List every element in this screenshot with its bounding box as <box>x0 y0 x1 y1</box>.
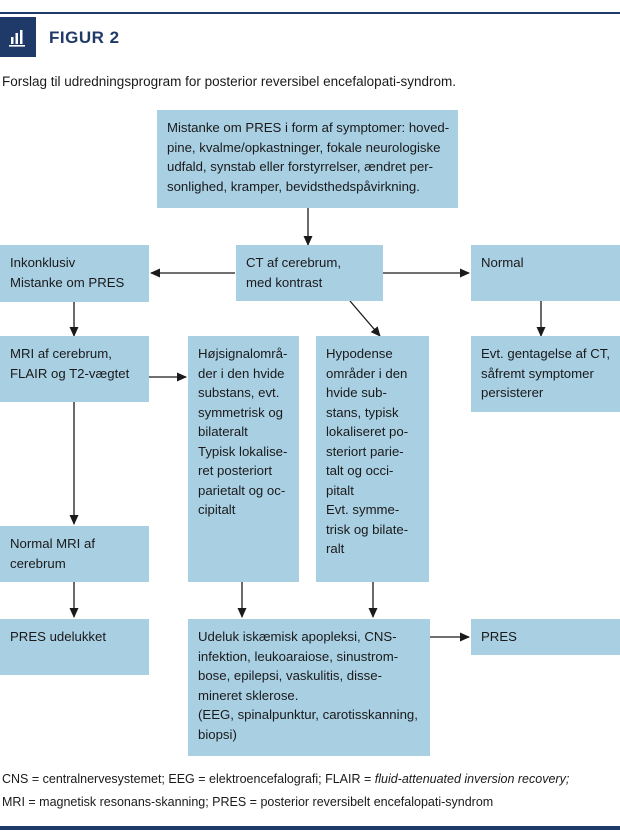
box-text-line: FLAIR og T2-vægtet <box>10 365 130 381</box>
box-text-line: infektion, leukoaraiose, sinustrom- <box>198 648 399 664</box>
box-text-line: cipitalt <box>198 502 236 517</box>
footnote-line-1-italic: fluid-attenuated inversion recovery; <box>374 772 570 786</box>
box-text-line: såfremt symptomer <box>481 365 594 381</box>
box-text-line: symmetrisk og <box>198 404 283 420</box>
figure-label: FIGUR 2 <box>49 28 120 47</box>
box-text-line: mineret sklerose. <box>198 687 299 703</box>
box-pres: PRES <box>471 619 620 655</box>
footnote-line-2: MRI = magnetisk resonans-skanning; PRES … <box>2 795 494 809</box>
box-normal: Normal <box>471 245 620 301</box>
box-pres-excluded: PRES udelukket <box>0 619 149 675</box>
bottom-rule <box>0 826 620 830</box>
box-text-line: PRES <box>481 629 517 644</box>
box-text-line: talt og occi- <box>326 463 394 478</box>
box-text-line: Typisk lokalise- <box>198 443 288 459</box>
footnote-line-1: CNS = centralnervesystemet; EEG = elektr… <box>2 771 569 788</box>
arrow-ct-to-hypodense <box>349 300 381 337</box>
box-text-line: substans, evt. <box>198 385 280 400</box>
box-text-line: steriort parie- <box>326 443 404 459</box>
box-ct: CT af cerebrum, med kontrast <box>236 245 383 301</box>
box-text-line: udfald, synstab eller forstyrrelser, ænd… <box>167 159 434 174</box>
box-text-line: bose, epilepsi, vaskulitis, disse- <box>198 668 382 683</box>
box-high-signal: Højsignalområ-der i den hvide substans, e… <box>188 336 299 582</box>
box-hypodense: Hypodense områder i den hvide sub-stans, t… <box>316 336 429 582</box>
box-text-line: ret posteriort <box>198 463 273 478</box>
box-text-line: CT af cerebrum, <box>246 255 342 270</box>
box-suspicion: Mistanke om PRES i form af symptomer: ho… <box>157 110 458 208</box>
box-text-line: bilateralt <box>198 424 248 439</box>
box-text-line: med kontrast <box>246 274 323 290</box>
box-text-line: trisk og bilate- <box>326 521 409 537</box>
box-text-line: Mistanke om PRES <box>10 274 125 290</box>
top-rule <box>0 12 620 14</box>
box-text-line: Normal MRI af <box>10 536 95 551</box>
box-text-line: parietalt og oc- <box>198 482 286 498</box>
box-text-line: områder i den <box>326 365 408 381</box>
box-text-line: MRI af cerebrum, <box>10 346 112 361</box>
box-text-line: stans, typisk <box>326 404 399 420</box>
figure-subtitle: Forslag til udredningsprogram for poster… <box>2 74 456 89</box>
box-text-line: persisterer <box>481 385 544 400</box>
box-exclude: Udeluk iskæmisk apopleksi, CNS-infektion… <box>188 619 430 756</box>
box-text-line: der i den hvide <box>198 365 285 381</box>
box-mri: MRI af cerebrum, FLAIR og T2-vægtet <box>0 336 149 402</box>
box-text-line: Hypodense <box>326 346 393 361</box>
box-text-line: Evt. symme- <box>326 502 400 517</box>
box-text-line: Inkonklusiv <box>10 255 76 270</box>
box-text-line: hvide sub- <box>326 385 387 400</box>
box-text-line: biopsi) <box>198 726 237 742</box>
box-text-line: cerebrum <box>10 555 66 571</box>
box-text-line: pitalt <box>326 482 354 498</box>
box-text-line: sonlighed, kramper, bevidsthedspåvirknin… <box>167 178 420 194</box>
box-text-line: lokaliseret po- <box>326 424 409 439</box>
box-text-line: Højsignalområ- <box>198 346 288 361</box>
box-text-line: Normal <box>481 255 524 270</box>
box-text-line: (EEG, spinalpunktur, carotisskanning, <box>198 707 418 722</box>
box-text-line: Udeluk iskæmisk apopleksi, CNS- <box>198 629 397 644</box>
box-repeat-ct: Evt. gentagelse af CT, såfremt symptomer p… <box>471 336 620 412</box>
box-text-line: pine, kvalme/opkastninger, fokale neurol… <box>167 139 441 155</box>
box-text-line: Mistanke om PRES i form af symptomer: ho… <box>167 120 450 135</box>
footnote-line-1-text: CNS = centralnervesystemet; EEG = elektr… <box>2 772 375 786</box>
box-text-line: PRES udelukket <box>10 629 107 644</box>
bar-chart-icon <box>0 17 36 57</box>
box-text-line: Evt. gentagelse af CT, <box>481 346 611 361</box>
box-normal-mri: Normal MRI af cerebrum <box>0 526 149 582</box>
box-text-line: ralt <box>326 541 345 556</box>
